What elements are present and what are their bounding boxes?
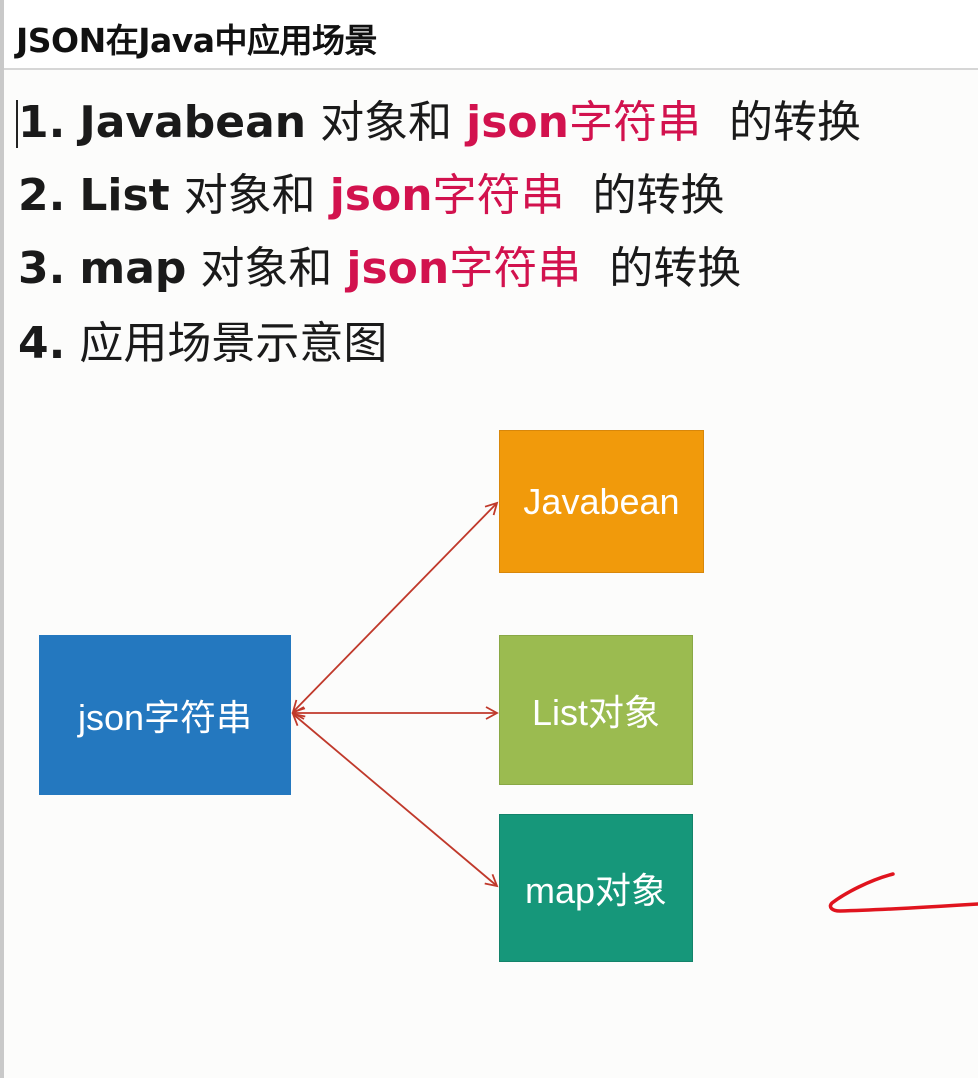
json-string-box: json字符串 xyxy=(39,635,291,795)
arrow-json-map xyxy=(291,712,499,888)
item-number: 1. xyxy=(18,97,66,148)
json-keyword: json xyxy=(329,170,433,221)
list-object-label: List对象 xyxy=(531,692,661,733)
json-string-text: 字符串 xyxy=(449,243,582,294)
map-object-label: map对象 xyxy=(524,870,668,911)
item-number: 4. xyxy=(18,318,66,369)
item-term: Javabean xyxy=(79,97,307,148)
item-text: 应用场景示意图 xyxy=(79,318,388,369)
left-border xyxy=(0,0,4,1078)
json-string-text: 字符串 xyxy=(568,97,701,148)
slide-title-bar: JSON在Java中应用场景 xyxy=(4,0,978,70)
list-object-box: List对象 xyxy=(499,635,693,785)
arrow-json-javabean xyxy=(291,501,499,714)
item-mid-text: 对象和 xyxy=(183,170,316,221)
map-object-box: map对象 xyxy=(499,814,693,962)
item-term: map xyxy=(79,243,187,294)
annotation-stroke xyxy=(828,872,978,913)
item-mid-text: 对象和 xyxy=(320,97,453,148)
list-item-4: 4. 应用场景示意图 xyxy=(18,316,387,372)
text-cursor xyxy=(16,100,18,148)
item-mid-text: 对象和 xyxy=(200,243,333,294)
item-term: List xyxy=(79,170,170,221)
javabean-box: Javabean xyxy=(499,430,704,573)
item-tail-text: 的转换 xyxy=(609,243,742,294)
json-keyword: json xyxy=(466,97,569,148)
json-string-text: 字符串 xyxy=(432,170,565,221)
list-item-2: 2. List 对象和 json字符串的转换 xyxy=(18,168,725,224)
json-string-label: json字符串 xyxy=(77,697,253,738)
page-title: JSON在Java中应用场景 xyxy=(16,21,378,60)
list-item-3: 3. map 对象和 json字符串的转换 xyxy=(18,241,741,297)
item-number: 3. xyxy=(18,243,66,294)
json-keyword: json xyxy=(346,243,450,294)
item-number: 2. xyxy=(18,170,66,221)
list-item-1: 1. Javabean 对象和 json字符串的转换 xyxy=(18,95,861,151)
item-tail-text: 的转换 xyxy=(728,97,861,148)
item-tail-text: 的转换 xyxy=(592,170,725,221)
javabean-label: Javabean xyxy=(523,480,680,522)
